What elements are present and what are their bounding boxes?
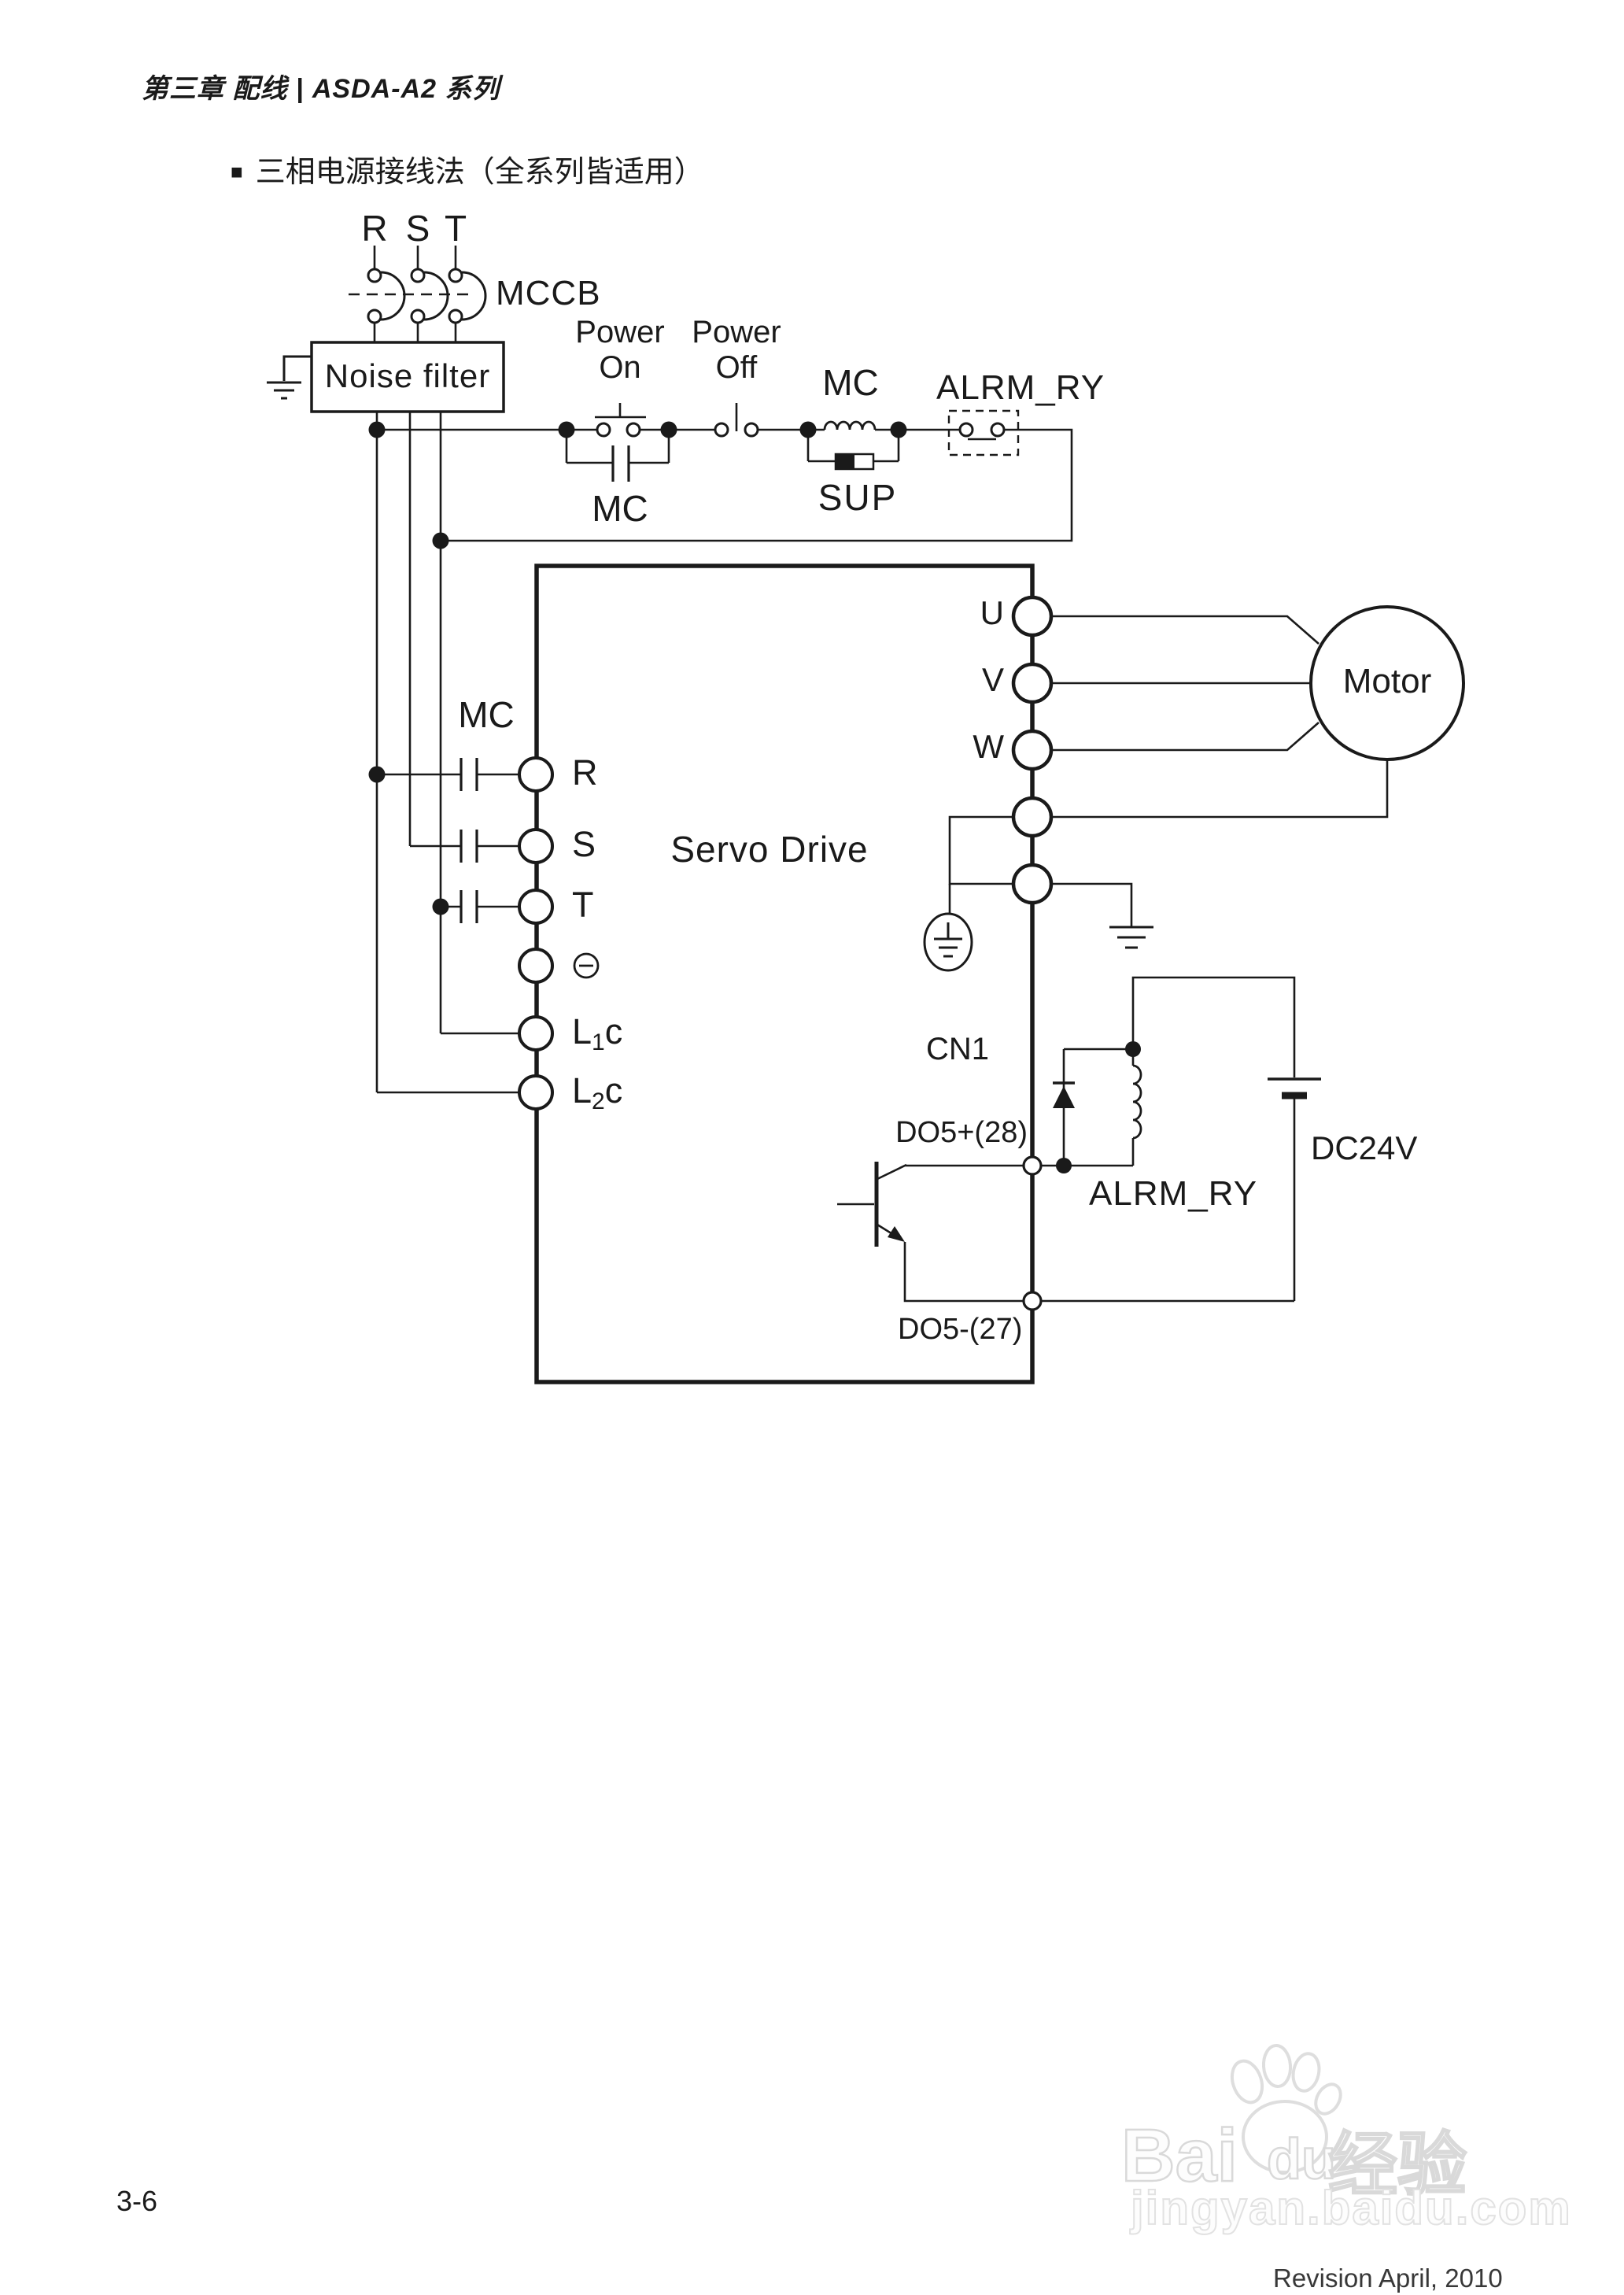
sup-label: SUP: [818, 477, 898, 518]
ground-icon: [267, 355, 312, 400]
terminal-u-label: U: [980, 594, 1004, 631]
watermark-du: du: [1266, 2127, 1337, 2193]
terminal-t-label: T: [572, 885, 594, 925]
pe-link-wires: [948, 815, 1133, 927]
baidu-paw-icon: [1230, 2044, 1342, 2174]
noise-filter-label: Noise filter: [324, 357, 491, 394]
alarm-circuit-wires: [1041, 976, 1296, 1303]
bullet-icon: ■: [231, 160, 243, 183]
terminal-s-label: S: [572, 824, 596, 864]
terminal-w-label: W: [973, 728, 1004, 765]
minus-terminal-icon: [573, 952, 600, 979]
sup-suppressor-icon: [806, 430, 900, 471]
mc-aux-contact-icon: [565, 430, 670, 482]
phase-feeder-wires: [375, 412, 442, 1092]
terminal-v-label: V: [981, 661, 1004, 698]
watermark-jingyan: 经验: [1327, 2125, 1468, 2205]
terminal-l2c-label: L2c: [572, 1070, 623, 1114]
do5-minus-label: DO5-(27): [898, 1313, 1023, 1346]
servo-drive-title: Servo Drive: [670, 829, 869, 870]
watermark-url: jingyan.baidu.com: [1130, 2181, 1572, 2235]
protective-earth-icon: [923, 912, 973, 972]
page-number: 3-6: [116, 2185, 158, 2217]
mccb-label: MCCB: [496, 274, 601, 312]
noise-filter-box: [310, 341, 505, 413]
mc-coil-icon: [823, 420, 877, 431]
chapter-header: 第三章 配线 | ASDA-A2 系列: [142, 74, 500, 104]
cn1-terminal-circles: [1022, 1155, 1043, 1311]
terminal-l1c-label: L1c: [572, 1011, 623, 1055]
alarm-coil-label: ALRM_RY: [1089, 1174, 1258, 1213]
section-title: 三相电源接线法（全系列皆适用）: [255, 156, 704, 189]
battery-icon: [1268, 1077, 1321, 1099]
right-terminal-circles: [1011, 595, 1054, 905]
phase-r-label: R: [361, 208, 388, 249]
alarm-contact-label: ALRM_RY: [936, 368, 1105, 407]
motor-label: Motor: [1342, 662, 1432, 700]
transistor-icon: [837, 1162, 1024, 1303]
alarm-relay-contact-icon: [947, 409, 1020, 456]
motor-circle: [1309, 605, 1465, 761]
power-on-button-icon: [595, 403, 646, 438]
servo-drive-box: [534, 564, 1035, 1384]
terminal-r-label: R: [572, 752, 598, 793]
power-off-button-icon: [714, 403, 759, 438]
cn1-label: CN1: [925, 1032, 990, 1066]
control-power-terminal-wires: [377, 1032, 519, 1094]
baidu-watermark: Bai du 经验 jingyan.baidu.com: [1120, 2034, 1571, 2294]
power-off-label: Power Off: [692, 315, 781, 385]
mc-main-label: MC: [458, 694, 515, 735]
motor-wires: [1051, 615, 1389, 819]
watermark-bai: Bai: [1120, 2113, 1238, 2199]
phase-t-label: T: [444, 208, 467, 249]
mc-main-contacts-icon: [377, 758, 519, 923]
phase-s-label: S: [405, 208, 430, 249]
diode-icon: [1053, 1081, 1075, 1108]
junction-dots: [368, 421, 1141, 1173]
dc24v-label: DC24V: [1311, 1129, 1418, 1166]
mccb-breaker-icon: [349, 246, 487, 342]
do5-plus-label: DO5+(28): [895, 1116, 1028, 1149]
power-on-label: Power On: [575, 315, 665, 385]
left-terminal-circles: [518, 756, 554, 1111]
revision-text: Revision April, 2010: [1273, 2264, 1503, 2293]
mc-coil-label: MC: [822, 362, 879, 403]
mc-aux-label: MC: [592, 488, 648, 529]
earth-icon: [1109, 926, 1153, 949]
control-circuit-wires: [377, 428, 1073, 542]
section-title-line: ■ 三相电源接线法（全系列皆适用）: [231, 157, 704, 189]
